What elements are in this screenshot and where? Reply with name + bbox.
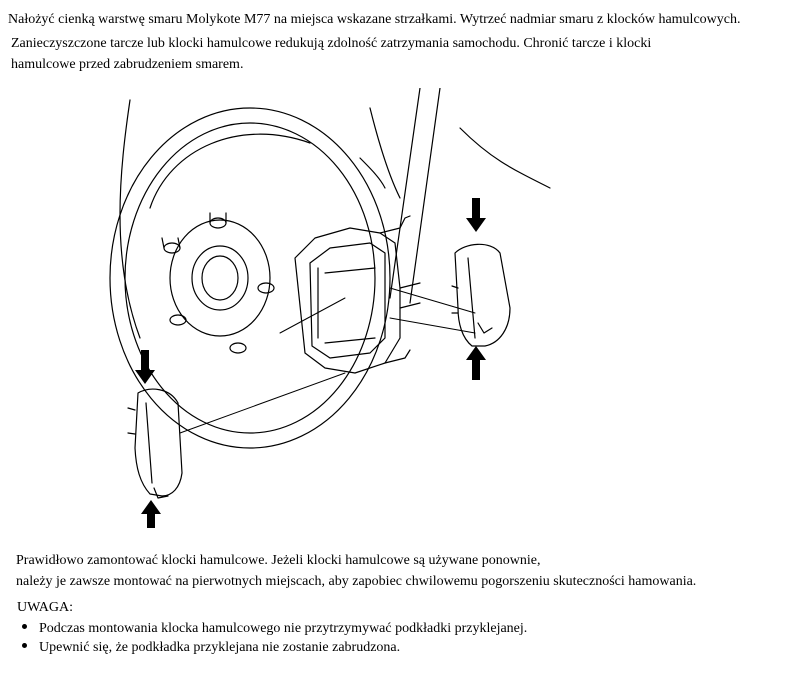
intro-line-2: Zanieczyszczone tarcze lub klocki hamulc… (11, 36, 652, 51)
bullet-icon (22, 624, 27, 630)
intro-line-1: Nałożyć cienką warstwę smaru Molykote M7… (8, 12, 741, 27)
suspension-strut (119, 88, 551, 339)
arrow-icon (135, 198, 486, 528)
caliper-bracket (294, 215, 421, 374)
brake-disc (109, 107, 391, 449)
brake-assembly-illustration (109, 88, 551, 528)
brake-pad-left (127, 388, 183, 499)
note-bullet-text: Podczas montowania klocka hamulcowego ni… (39, 621, 528, 636)
bullet-icon (22, 643, 27, 649)
note-bullet-text: Upewnić się, że podkładka przyklejana ni… (39, 640, 401, 655)
note-bullet: Upewnić się, że podkładka przyklejana ni… (22, 639, 400, 657)
instruction-line-1: Prawidłowo zamontować klocki hamulcowe. … (16, 553, 541, 568)
intro-line-3: hamulcowe przed zabrudzeniem smarem. (11, 57, 244, 72)
wheel-hub (161, 212, 275, 354)
note-bullet: Podczas montowania klocka hamulcowego ni… (22, 620, 527, 638)
instruction-line-2: należy je zawsze montować na pierwotnych… (16, 574, 697, 589)
brake-pad-right (451, 243, 511, 347)
note-heading: UWAGA: (17, 600, 73, 615)
